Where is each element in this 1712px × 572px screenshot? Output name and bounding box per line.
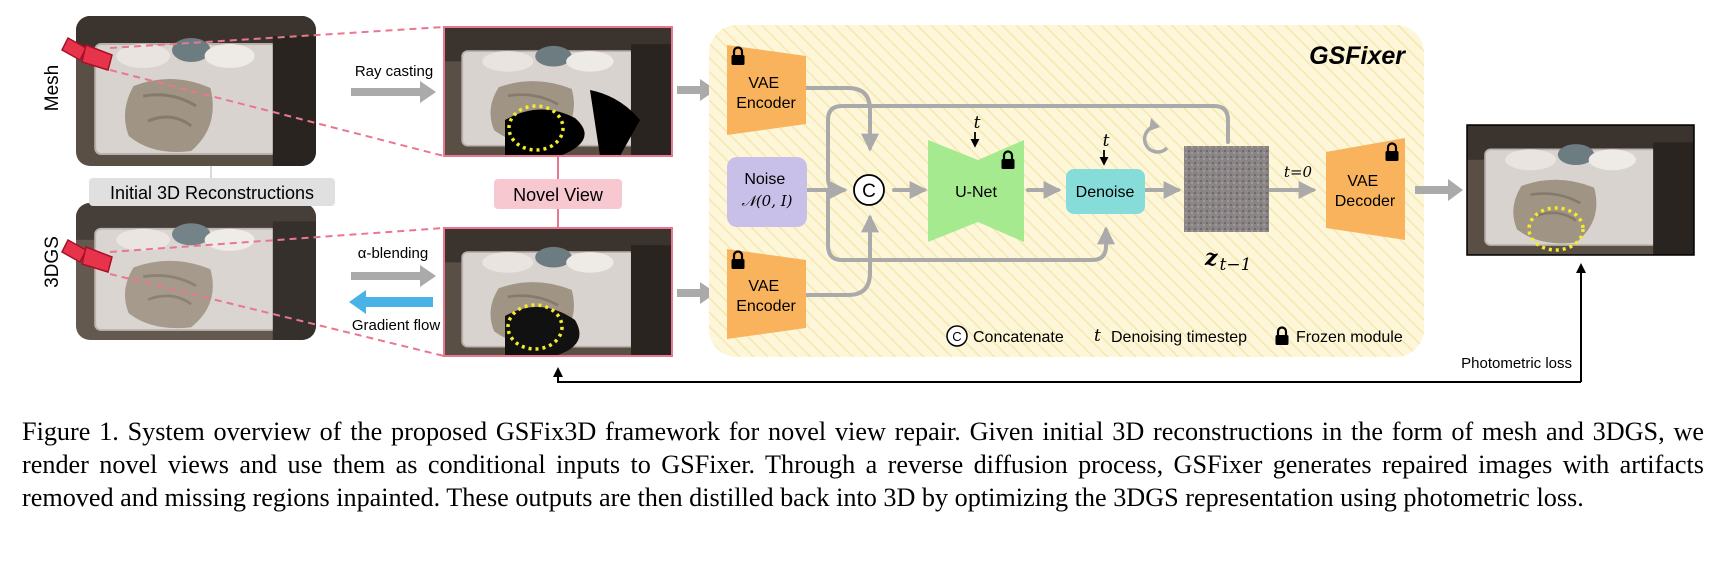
noise-box — [727, 157, 807, 227]
denoise-label: Denoise — [1076, 184, 1135, 201]
figure-caption: Figure 1. System overview of the propose… — [22, 417, 1704, 512]
camera-icon — [61, 238, 113, 273]
novel-view-tag — [494, 179, 622, 209]
concatenate-symbol: C — [862, 181, 876, 202]
photometric-loss-label: Photometric loss — [1461, 355, 1572, 372]
alpha-blending-arrow — [351, 265, 436, 287]
ray-casting-arrow — [351, 81, 436, 103]
vae-decoder — [1326, 138, 1405, 240]
concatenate-node — [853, 174, 885, 206]
decoder-to-output-arrow — [1415, 179, 1463, 201]
3dgs-render-image — [76, 203, 316, 340]
legend-concatenate: Concatenate — [973, 329, 1064, 346]
initial-reconstructions-label: Initial 3D Reconstructions — [110, 183, 314, 203]
legend-timestep: Denoising timestep — [1111, 329, 1247, 346]
legend-t-symbol: t — [1094, 326, 1101, 346]
repaired-output-image — [1466, 124, 1695, 256]
legend-frozen: Frozen module — [1296, 329, 1403, 346]
gsfix3d-overview-diagram: Mesh 3DGS Initial 3D Reconstructions Ray — [42, 16, 1695, 383]
gradient-flow-label: Gradient flow — [352, 317, 441, 334]
novel-view-mesh-image — [443, 26, 673, 157]
novel-view-to-encoder-arrow — [677, 79, 716, 101]
photometric-loss-return-arrow — [553, 367, 1581, 383]
mesh-label: Mesh — [42, 65, 63, 111]
denoise-timestep-label: t — [1103, 131, 1110, 151]
novel-view-3dgs-image — [443, 227, 673, 357]
initial-reconstructions-tag — [89, 178, 335, 206]
noisy-latent-image — [1184, 146, 1269, 232]
gradient-flow-arrow — [349, 290, 433, 314]
unet-label: U-Net — [955, 184, 997, 201]
view-frustum-lines — [109, 26, 445, 357]
3dgs-label: 3DGS — [42, 236, 63, 288]
alpha-blending-label: α-blending — [358, 245, 428, 262]
unet-timestep-label: t — [974, 113, 981, 133]
camera-icon — [61, 36, 113, 71]
final-timestep-label: t=0 — [1284, 163, 1313, 181]
panel-flow-lines — [804, 86, 1317, 297]
denoise-block — [1066, 169, 1145, 214]
novel-view-to-encoder-arrow — [677, 282, 716, 304]
noise-label: Noise 𝒩(0, I) — [741, 171, 792, 210]
mesh-render-image — [76, 16, 316, 166]
vae-decoder-label: VAE Decoder — [1335, 173, 1396, 210]
unet-block — [928, 140, 1024, 242]
vae-encoder-top-label: VAE Encoder — [736, 75, 796, 112]
vae-encoder-top — [727, 45, 806, 135]
gsfixer-title: GSFixer — [1309, 42, 1406, 70]
legend: C Concatenate t Denoising timestep Froze… — [946, 325, 1403, 347]
novel-view-label: Novel View — [513, 185, 604, 205]
vae-encoder-bottom-label: VAE Encoder — [736, 278, 796, 315]
ray-casting-label: Ray casting — [355, 63, 433, 80]
vae-encoder-bottom — [727, 249, 806, 339]
legend-concat-symbol: C — [952, 329, 961, 344]
